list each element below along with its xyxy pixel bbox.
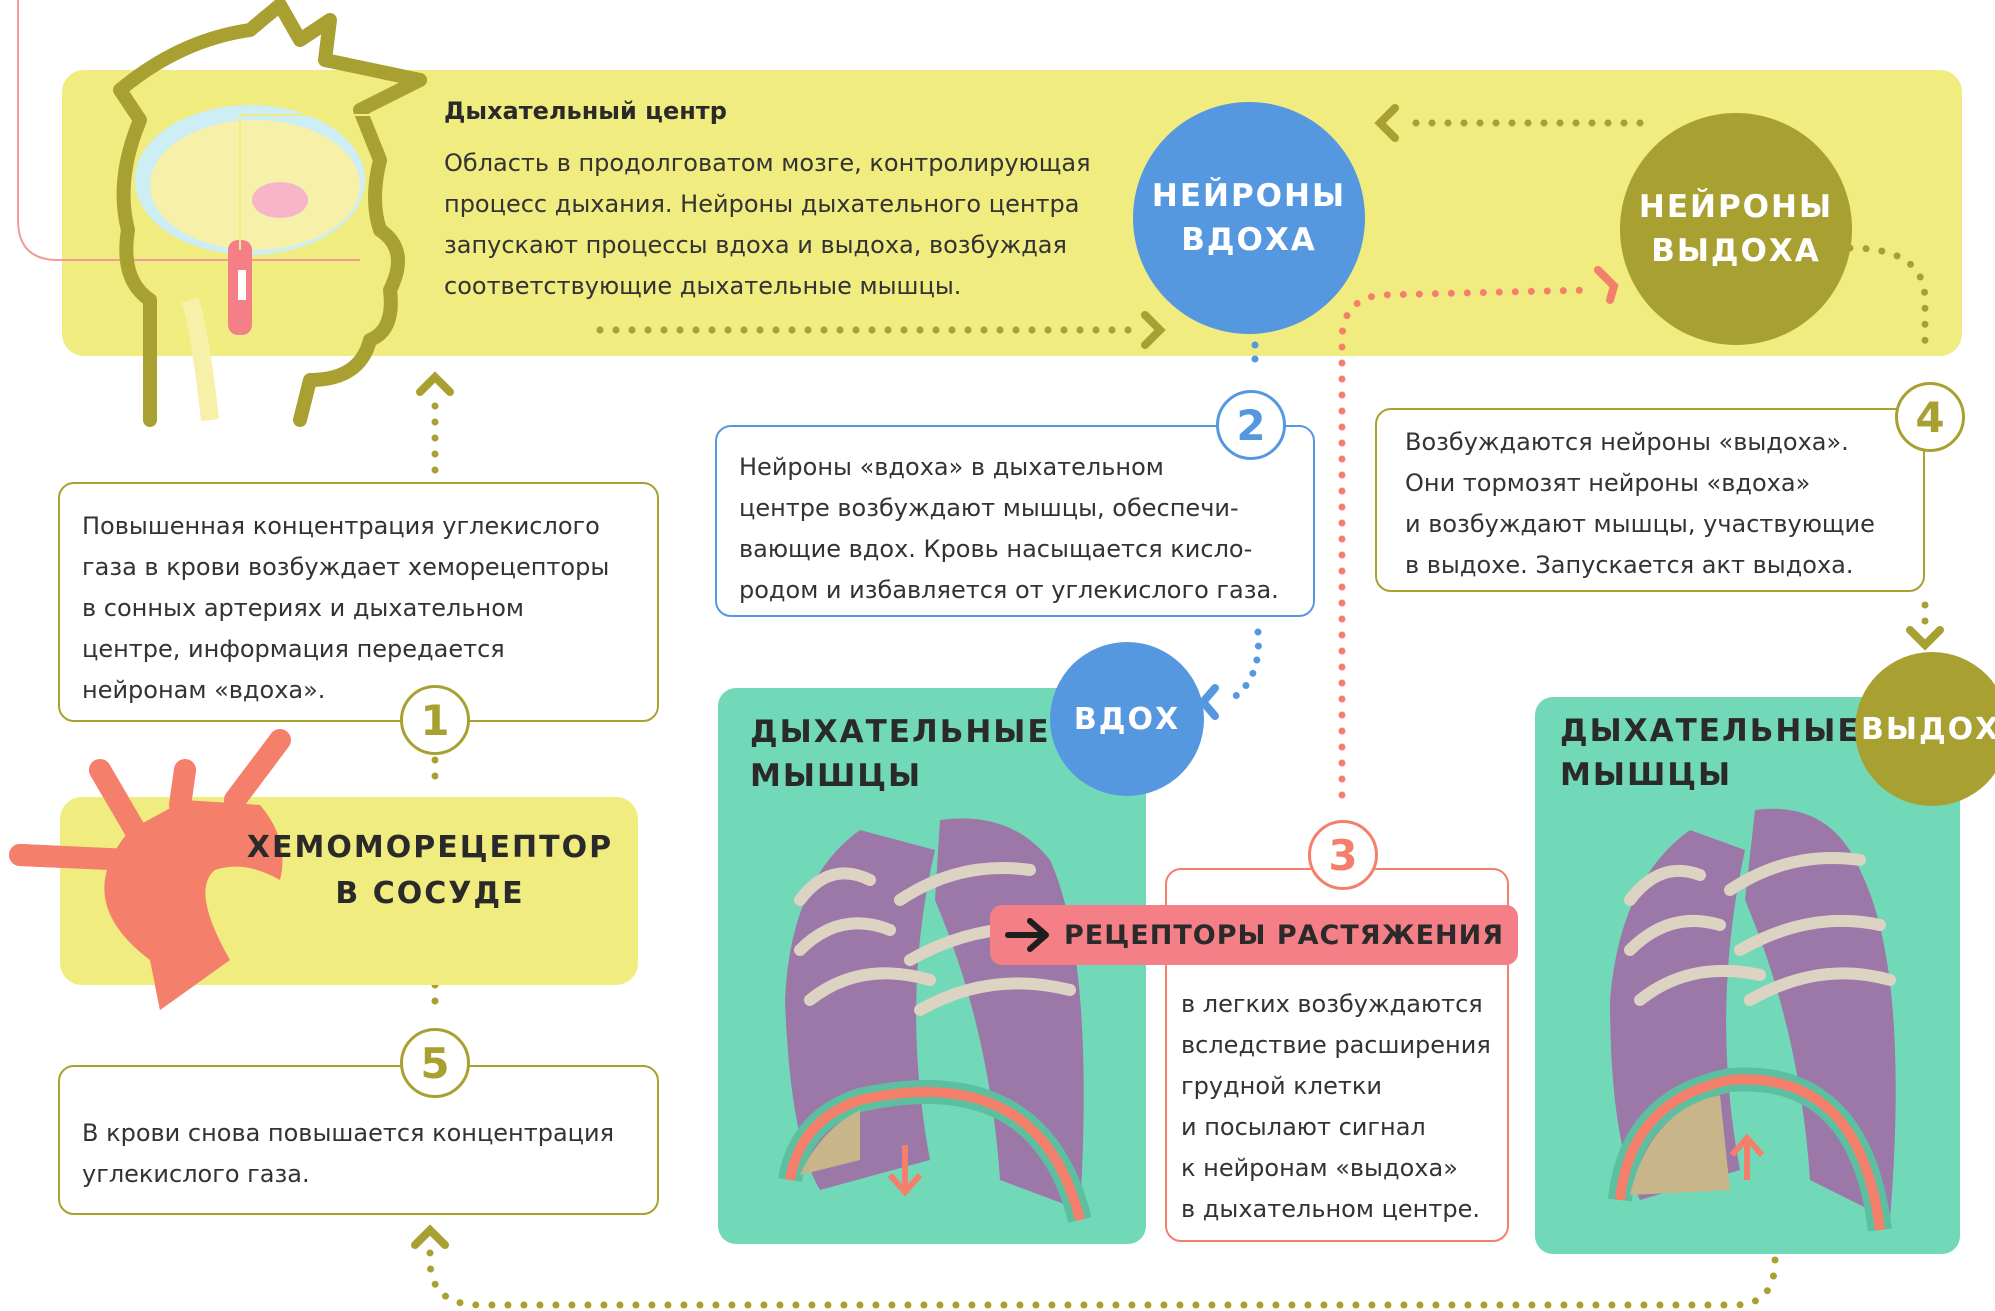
stretch-receptors-label: РЕЦЕПТОРЫ РАСТЯЖЕНИЯ (990, 905, 1518, 965)
step4-box: Возбуждаются нейроны «выдоха». Они тормо… (1375, 408, 1925, 592)
lungs-right (1608, 808, 1896, 1232)
inhale-node: ВДОХ (1050, 642, 1204, 796)
chevron-up-icon (411, 1224, 449, 1249)
step-line: и посылают сигнал (1181, 1113, 1426, 1141)
step3-number: 3 (1308, 820, 1378, 890)
center-line: соответствующие дыхательные мышцы. (444, 272, 962, 300)
node-label: НЕЙРОНЫ (1151, 178, 1347, 214)
exhale-neurons-node: НЕЙРОНЫ ВЫДОХА (1620, 113, 1852, 345)
step-line: в сонных артериях и дыхательном (82, 594, 524, 622)
center-title: Дыхательный центр (444, 97, 727, 125)
chevron-left-icon (1374, 104, 1399, 142)
chevron-up-icon (416, 371, 454, 396)
node-label: ХЕМОМОРЕЦЕПТОР (246, 830, 614, 865)
panel-title-line1: ДЫХАТЕЛЬНЫЕ (750, 714, 1051, 750)
panel-title-line1: ДЫХАТЕЛЬНЫЕ (1560, 713, 1861, 749)
step-line: к нейронам «выдоха» (1181, 1154, 1458, 1182)
step1-number: 1 (400, 685, 470, 755)
step-line: в легких возбуждаются (1181, 990, 1483, 1018)
step-line: в выдохе. Запускается акт выдоха. (1405, 551, 1854, 579)
arrow-up-icon (1729, 1133, 1765, 1180)
step4-number: 4 (1895, 382, 1965, 452)
stretch-receptors-text: РЕЦЕПТОРЫ РАСТЯЖЕНИЯ (1064, 919, 1505, 951)
step-line: Нейроны «вдоха» в дыхательном (739, 453, 1164, 481)
step2-box: Нейроны «вдоха» в дыхательном центре воз… (715, 425, 1315, 617)
arrow-down-icon (887, 1145, 923, 1197)
inhale-neurons-node: НЕЙРОНЫ ВДОХА (1133, 102, 1365, 334)
step-line: и возбуждают мышцы, участвующие (1405, 510, 1875, 538)
node-label: ВЫДОХА (1651, 233, 1821, 269)
chevron-down-icon (1906, 626, 1944, 651)
step5-number: 5 (400, 1028, 470, 1098)
center-line: процесс дыхания. Нейроны дыхательного це… (444, 190, 1080, 218)
lungs-left (778, 818, 1092, 1223)
node-label: В СОСУДЕ (335, 876, 525, 911)
artery-icon (9, 760, 283, 1010)
step-line: углекислого газа. (82, 1160, 310, 1188)
step-line: Повышенная концентрация углекислого (82, 512, 600, 540)
arrow-right-icon (1005, 918, 1049, 952)
step1-box: Повышенная концентрация углекислого газа… (58, 482, 659, 722)
chevron-right-icon (1141, 311, 1166, 349)
step-line: центре возбуждают мышцы, обеспечи- (739, 494, 1239, 522)
node-label: ВДОХА (1181, 222, 1317, 258)
chemoreceptor-label: ХЕМОМОРЕЦЕПТОР В СОСУДЕ (230, 825, 630, 917)
panel-title-line2: МЫШЦЫ (750, 758, 923, 794)
node-label: НЕЙРОНЫ (1638, 189, 1834, 225)
step5-box: В крови снова повышается концентрация уг… (58, 1065, 659, 1215)
chevron-right-icon (1594, 266, 1619, 304)
step-line: Они тормозят нейроны «вдоха» (1405, 469, 1811, 497)
step-line: газа в крови возбуждает хеморецепторы (82, 553, 610, 581)
frame-line (17, 0, 360, 261)
center-line: запускают процессы вдоха и выдоха, возбу… (444, 231, 1067, 259)
step-line: нейронам «вдоха». (82, 676, 326, 704)
step-line: вающие вдох. Кровь насыщается кисло- (739, 535, 1253, 563)
exhale-node: ВЫДОХ (1855, 652, 1995, 806)
center-description: Область в продолговатом мозге, контролир… (444, 143, 1091, 307)
step-line: грудной клетки (1181, 1072, 1382, 1100)
step-line: в дыхательном центре. (1181, 1195, 1480, 1223)
step-line: центре, информация передается (82, 635, 505, 663)
step-line: родом и избавляется от углекислого газа. (739, 576, 1279, 604)
step-line: В крови снова повышается концентрация (82, 1119, 615, 1147)
head-illustration (113, 0, 427, 427)
step-line: Возбуждаются нейроны «выдоха». (1405, 428, 1849, 456)
step-line: вследствие расширения (1181, 1031, 1491, 1059)
center-line: Область в продолговатом мозге, контролир… (444, 149, 1091, 177)
panel-title-line2: МЫШЦЫ (1560, 757, 1733, 793)
step2-number: 2 (1216, 390, 1286, 460)
chevron-left-icon (1197, 684, 1219, 720)
